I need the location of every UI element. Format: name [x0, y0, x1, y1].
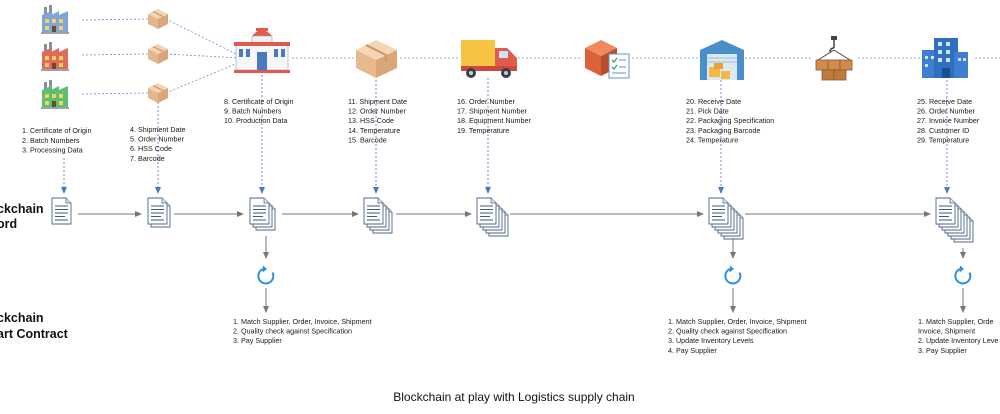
factory-icon: [41, 5, 69, 34]
contract-step: 2. Update Inventory Leve: [918, 336, 998, 345]
record-document-icon: [51, 197, 72, 225]
manufacturer-building-icon: [234, 28, 290, 73]
record-field: 25. Receive Date: [917, 97, 972, 106]
record-document-icon: [249, 197, 276, 231]
contract-step: 2. Quality check against Specification: [233, 327, 352, 336]
retail-building-icon: [922, 38, 968, 78]
row-label-line: ord: [0, 217, 17, 231]
record-field: 16. Order Number: [457, 97, 516, 106]
crane-hook-icon: [815, 36, 853, 81]
record-document-icon: [476, 197, 509, 237]
record-document-icon: [935, 197, 974, 243]
record-document-icon: [147, 197, 171, 228]
row-label-line: art Contract: [0, 327, 69, 341]
record-fields-farm: 1. Certificate of Origin 2. Batch Number…: [22, 126, 94, 155]
row-label-line: ckchain: [0, 311, 44, 325]
refresh-cycle-icon: [257, 265, 275, 285]
contract-step: 1. Match Supplier, Order, Invoice, Shipm…: [233, 317, 372, 326]
package-icon: [147, 8, 169, 30]
contract-step: Invoice, Shipment: [918, 327, 975, 336]
package-icon: [147, 43, 169, 65]
record-field: 21. Pick Date: [686, 107, 729, 116]
package-icon: [147, 82, 169, 104]
record-document-icon: [363, 197, 393, 234]
record-field: 5. Order Number: [130, 135, 185, 144]
record-fields-warehouse: 20. Receive Date 21. Pick Date 22. Packa…: [686, 97, 776, 144]
record-field: 19. Temperature: [457, 126, 509, 135]
record-field: 24. Temperature: [686, 135, 738, 144]
contract-step: 2. Quality check against Specification: [668, 327, 787, 336]
record-field: 26. Order Number: [917, 107, 976, 116]
contract-step: 3. Pay Supplier: [918, 346, 967, 355]
record-fields-packaging: 11. Shipment Date 12. Order Number 13. H…: [348, 97, 409, 144]
refresh-cycle-icon: [954, 265, 972, 285]
record-field: 28. Customer ID: [917, 126, 969, 135]
record-field: 11. Shipment Date: [348, 97, 407, 106]
warehouse-icon: [700, 40, 744, 80]
row-label-blockchain-record: ckchain ord: [0, 202, 44, 231]
record-field: 22. Packaging Specification: [686, 116, 774, 125]
record-field: 14. Temperature: [348, 126, 400, 135]
diagram-caption: Blockchain at play with Logistics supply…: [393, 390, 634, 404]
factory-icon: [41, 80, 69, 109]
record-field: 2. Batch Numbers: [22, 136, 80, 145]
record-field: 13. HSS Code: [348, 116, 394, 125]
record-field: 4. Shipment Date: [130, 125, 186, 134]
record-field: 17. Shipment Number: [457, 107, 528, 116]
contract-steps-manufacturer: 1. Match Supplier, Order, Invoice, Shipm…: [233, 317, 374, 345]
record-field: 27. Invoice Number: [917, 116, 980, 125]
record-arrows: [61, 75, 950, 194]
contract-steps-retailer: 1. Match Supplier, Orde Invoice, Shipmen…: [918, 317, 1000, 355]
record-field: 1. Certificate of Origin: [22, 126, 92, 135]
record-field: 9. Batch Numbers: [224, 107, 282, 116]
top-flow-lines: [81, 18, 1000, 95]
contract-step: 3. Pay Supplier: [233, 336, 282, 345]
factory-icon: [41, 42, 69, 71]
box-checklist-icon: [585, 40, 630, 79]
record-field: 6. HSS Code: [130, 144, 172, 153]
record-document-icon: [708, 197, 744, 240]
record-fields-shipment-to-manufacturer: 4. Shipment Date 5. Order Number 6. HSS …: [130, 125, 188, 163]
record-field: 23. Packaging Barcode: [686, 126, 760, 135]
record-fields-transport: 16. Order Number 17. Shipment Number 18.…: [457, 97, 533, 135]
cardboard-box-icon: [356, 40, 397, 78]
record-field: 12. Order Number: [348, 107, 407, 116]
row-label-line: ckchain: [0, 202, 44, 216]
record-field: 15. Barcode: [348, 135, 387, 144]
record-field: 10. Production Data: [224, 116, 288, 125]
record-fields-manufacturer: 8. Certificate of Origin 9. Batch Number…: [224, 97, 296, 125]
delivery-truck-icon: [461, 40, 517, 78]
record-field: 7. Barcode: [130, 154, 165, 163]
row-label-smart-contract: ckchain art Contract: [0, 311, 69, 341]
contract-step: 1. Match Supplier, Order, Invoice, Shipm…: [668, 317, 807, 326]
contract-step: 4. Pay Supplier: [668, 346, 717, 355]
contract-steps-warehouse: 1. Match Supplier, Order, Invoice, Shipm…: [668, 317, 809, 355]
record-fields-retailer: 25. Receive Date 26. Order Number 27. In…: [917, 97, 981, 144]
record-field: 3. Processing Data: [22, 146, 83, 155]
record-field: 20. Receive Date: [686, 97, 741, 106]
record-field: 29. Temperature: [917, 135, 969, 144]
contract-step: 1. Match Supplier, Orde: [918, 317, 994, 326]
contract-step: 3. Update Inventory Levels: [668, 336, 754, 345]
record-field: 18. Equipment Number: [457, 116, 532, 125]
record-field: 8. Certificate of Origin: [224, 97, 294, 106]
refresh-cycle-icon: [724, 265, 742, 285]
contract-arrows: [263, 236, 966, 313]
